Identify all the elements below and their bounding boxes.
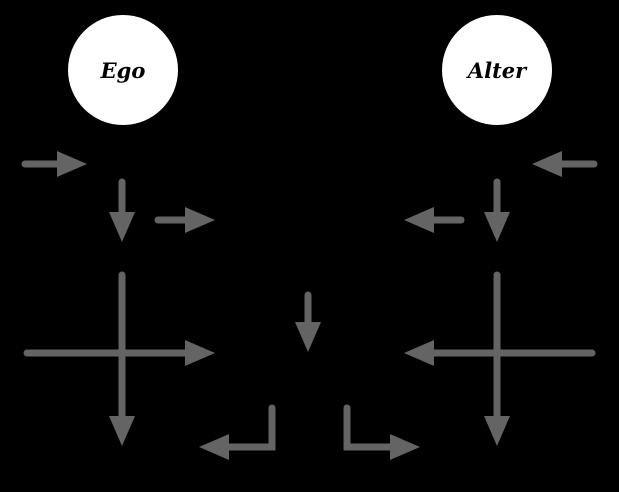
ego-output-arrow-head [185,207,215,233]
alter-down-arrow-head [484,212,510,242]
ego-circle [68,15,178,125]
left-elbow-arrow-head [199,434,229,460]
node-ego: Ego [68,15,178,125]
left-cross-vertical-arrow-head [109,416,135,446]
center-down-arrow [295,291,321,352]
ego-input-arrow [21,151,87,177]
ego-down-arrow [109,178,135,242]
alter-down-arrow [484,178,510,242]
ego-label: Ego [100,58,146,83]
right-elbow-arrow [343,404,420,460]
ego-output-arrow [154,207,215,233]
alter-input-arrow-head [532,151,562,177]
center-down-arrow-head [295,322,321,352]
right-cross-horizontal-arrow [404,340,596,366]
right-cross-vertical-arrow-head [484,416,510,446]
alter-output-arrow [404,207,465,233]
alter-output-arrow-head [404,207,434,233]
right-cross-horizontal-arrow-head [404,340,434,366]
left-elbow-arrow [199,404,276,460]
alter-circle [442,15,552,125]
ego-down-arrow-head [109,212,135,242]
right-elbow-arrow-head [390,434,420,460]
left-cross-horizontal-arrow-head [185,340,215,366]
node-alter: Alter [442,15,552,125]
alter-input-arrow [532,151,598,177]
ego-input-arrow-head [57,151,87,177]
arrows-layer [21,151,598,460]
left-cross-horizontal-arrow [23,340,215,366]
right-cross-vertical-arrow [484,271,510,446]
alter-label: Alter [466,58,528,83]
left-cross-vertical-arrow [109,271,135,446]
